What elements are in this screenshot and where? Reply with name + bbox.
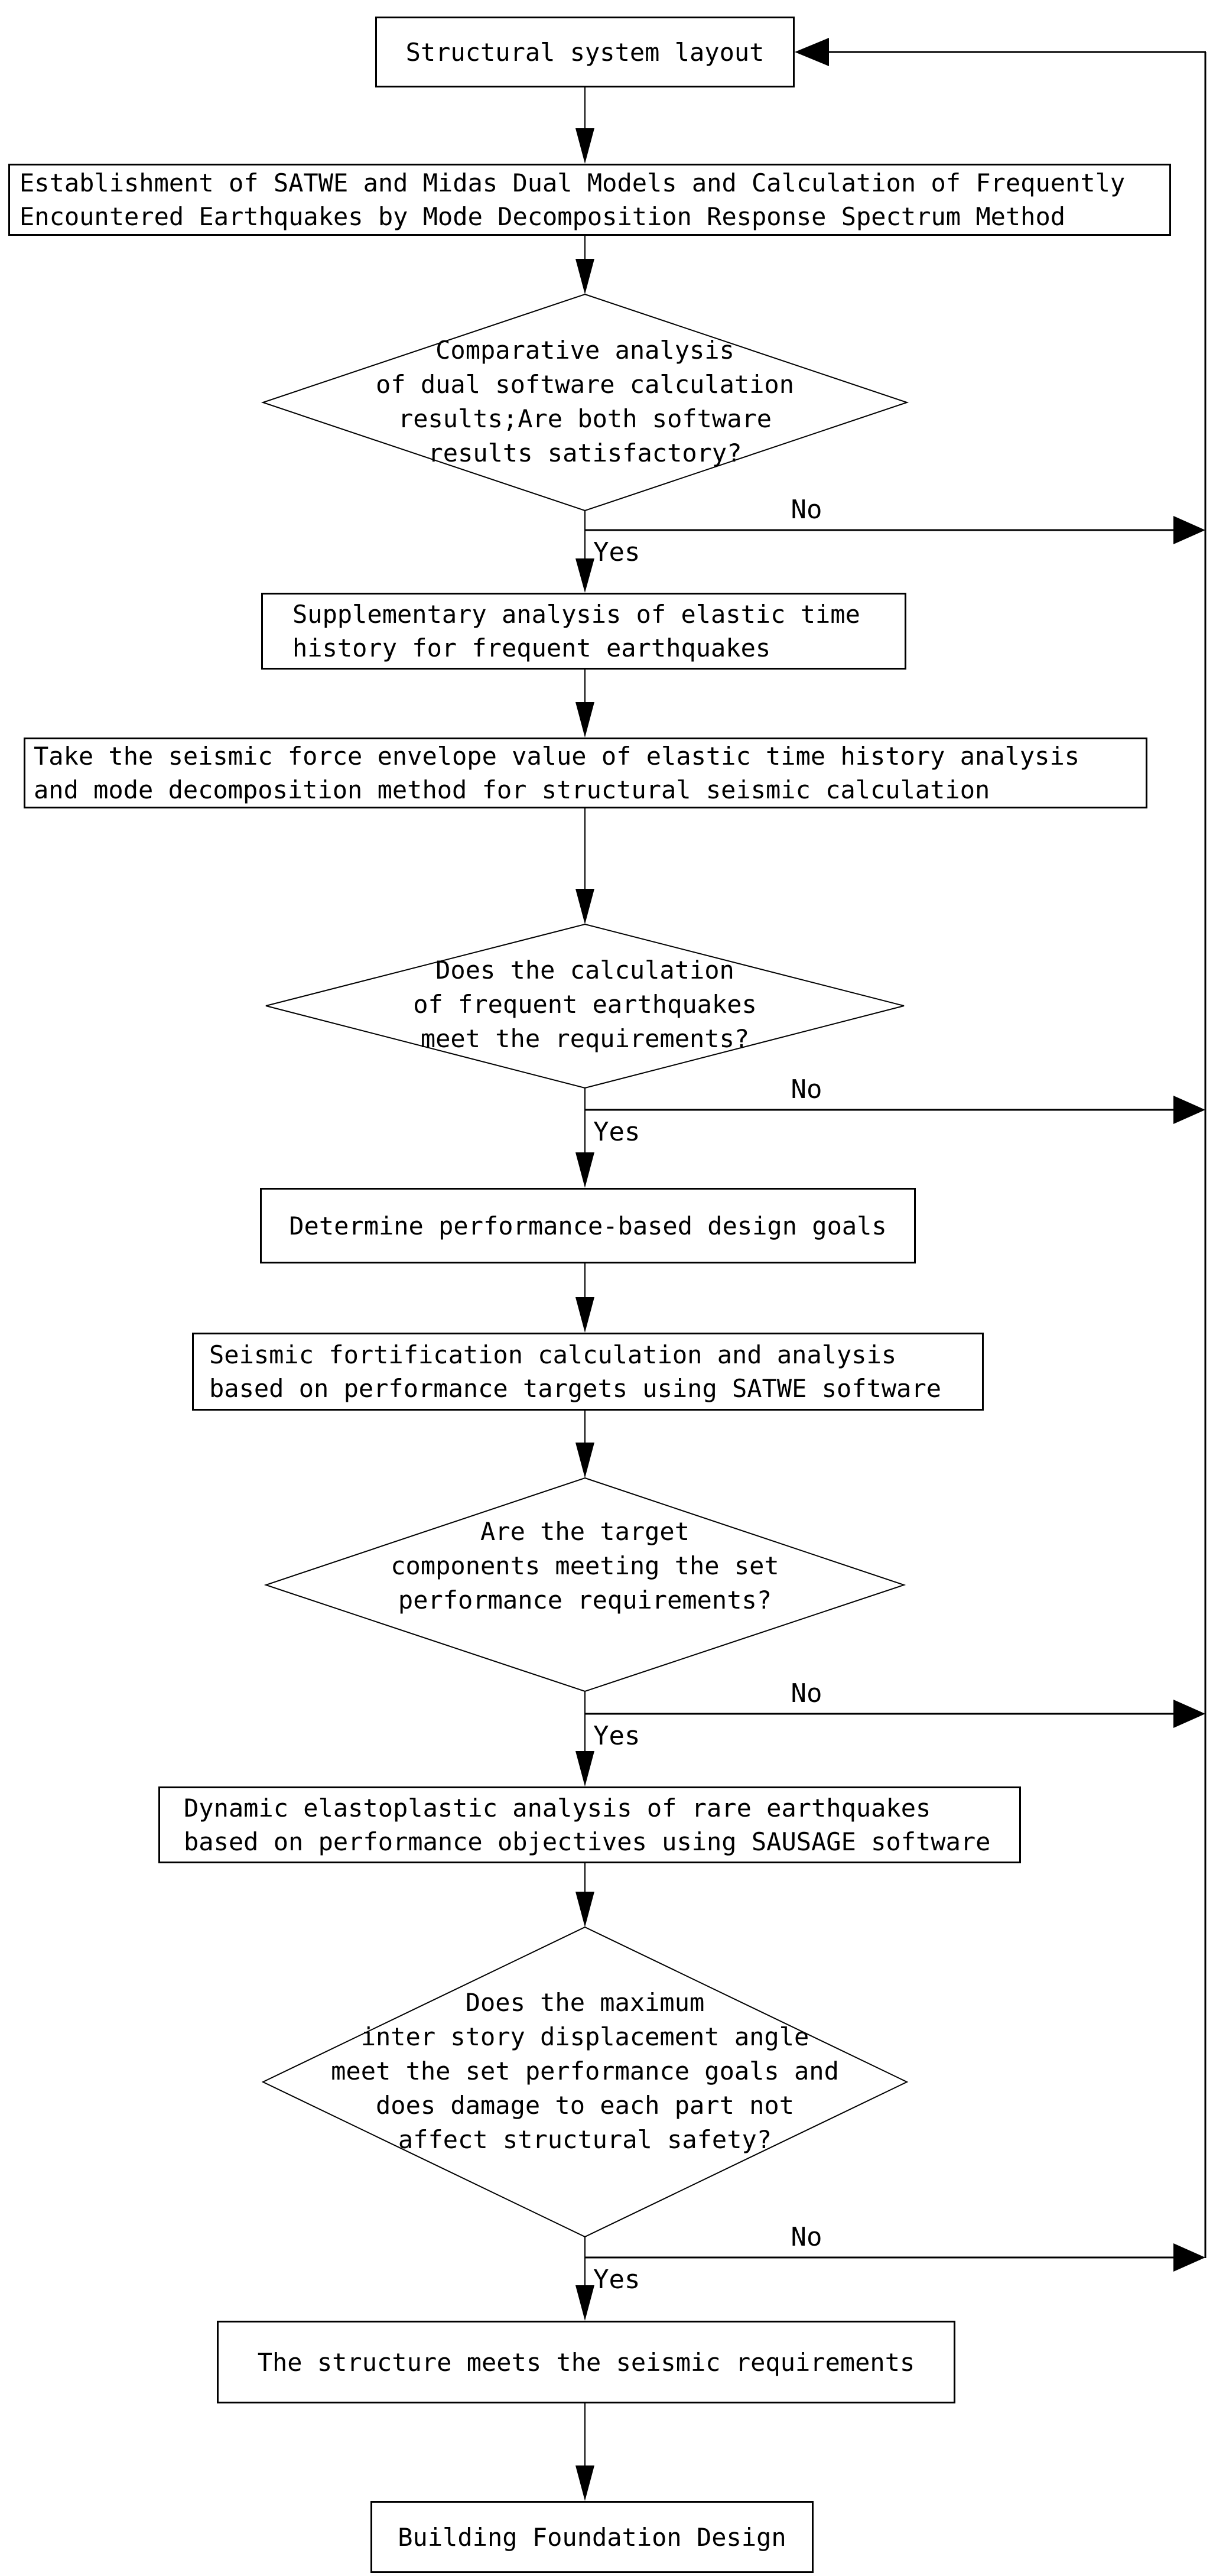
arrowhead-down-icon <box>575 128 594 164</box>
decision2-label: Does the calculation of frequent earthqu… <box>413 956 757 1053</box>
arrowhead-right-icon <box>1173 1700 1205 1728</box>
decision3-diamond-shape <box>264 1477 906 1693</box>
decision1-no-label: No <box>791 495 822 525</box>
arrowhead-down-icon <box>575 1152 594 1188</box>
edge-decision3-no-branch <box>585 1700 1205 1728</box>
arrowhead-down-icon <box>575 1443 594 1478</box>
node-dual-model-calculation: Establishment of SATWE and Midas Dual Mo… <box>8 164 1171 236</box>
edge-decision2-yes-to-goals <box>575 1088 594 1188</box>
edge-elastoplastic-to-decision4 <box>575 1863 594 1927</box>
decision3-yes-label: Yes <box>593 1721 640 1751</box>
arrowhead-right-icon <box>1173 1096 1205 1124</box>
arrowhead-down-icon <box>575 1892 594 1927</box>
node-label: Seismic fortification calculation and an… <box>209 1340 942 1403</box>
decision4-label: Does the maximum inter story displacemen… <box>331 1988 839 2154</box>
arrowhead-left-icon <box>795 38 829 66</box>
node-elastoplastic-analysis: Dynamic elastoplastic analysis of rare e… <box>158 1786 1021 1863</box>
edge-fortification-to-decision3 <box>575 1411 594 1478</box>
decision1-yes-label: Yes <box>593 537 640 567</box>
edge-supplementary-to-envelope <box>575 670 594 738</box>
edge-decision4-no-branch <box>585 2243 1205 2272</box>
node-supplementary-analysis: Supplementary analysis of elastic time h… <box>261 593 906 670</box>
node-fortification-calculation: Seismic fortification calculation and an… <box>192 1333 984 1411</box>
node-label: Establishment of SATWE and Midas Dual Mo… <box>19 168 1126 231</box>
decision2-diamond-shape <box>265 923 905 1089</box>
decision1-diamond-shape <box>261 293 909 512</box>
edge-decision2-no-branch <box>585 1096 1205 1124</box>
node-seismic-envelope: Take the seismic force envelope value of… <box>24 738 1147 808</box>
edge-start-to-dualmodel <box>575 87 594 164</box>
node-label: Take the seismic force envelope value of… <box>34 742 1080 804</box>
decision4-no-label: No <box>791 2222 822 2252</box>
edge-envelope-to-decision2 <box>575 808 594 924</box>
node-label: The structure meets the seismic requirem… <box>257 2347 915 2377</box>
arrowhead-down-icon <box>575 889 594 924</box>
edge-goals-to-fortification <box>575 1263 594 1333</box>
arrowhead-down-icon <box>575 2465 594 2501</box>
edge-decision3-yes-to-elastoplastic <box>575 1691 594 1786</box>
decision1-label: Comparative analysis of dual software ca… <box>375 336 795 467</box>
edge-structureok-to-foundation <box>575 2403 594 2501</box>
arrowhead-right-icon <box>1173 516 1205 544</box>
arrowhead-down-icon <box>575 2285 594 2321</box>
edge-decision1-yes-to-supplementary <box>575 511 594 593</box>
arrowhead-right-icon <box>1173 2243 1205 2272</box>
node-label: Supplementary analysis of elastic time h… <box>292 600 860 662</box>
node-design-goals: Determine performance-based design goals <box>260 1188 916 1263</box>
decision3-label: Are the target components meeting the se… <box>391 1517 779 1615</box>
node-structural-system-layout: Structural system layout <box>375 17 795 87</box>
decision3-no-label: No <box>791 1678 822 1708</box>
arrowhead-down-icon <box>575 259 594 294</box>
decision2-yes-label: Yes <box>593 1117 640 1147</box>
edge-feedback-loop <box>795 38 1207 2258</box>
arrowhead-down-icon <box>575 1297 594 1333</box>
arrowhead-down-icon <box>575 702 594 738</box>
node-building-foundation-design: Building Foundation Design <box>370 2501 814 2573</box>
edge-decision1-no-branch <box>585 516 1205 544</box>
decision2-no-label: No <box>791 1074 822 1105</box>
node-label: Structural system layout <box>405 37 765 67</box>
arrowhead-down-icon <box>575 558 594 593</box>
edge-decision4-yes-to-structureok <box>575 2237 594 2321</box>
decision4-yes-label: Yes <box>593 2265 640 2295</box>
arrowhead-down-icon <box>575 1751 594 1786</box>
decision4-diamond-shape <box>261 1926 909 2238</box>
node-structure-meets-requirements: The structure meets the seismic requirem… <box>217 2321 955 2403</box>
node-label: Dynamic elastoplastic analysis of rare e… <box>184 1794 991 1856</box>
node-label: Determine performance-based design goals <box>289 1211 887 1240</box>
node-label: Building Foundation Design <box>398 2522 786 2552</box>
edge-dualmodel-to-decision1 <box>575 236 594 294</box>
